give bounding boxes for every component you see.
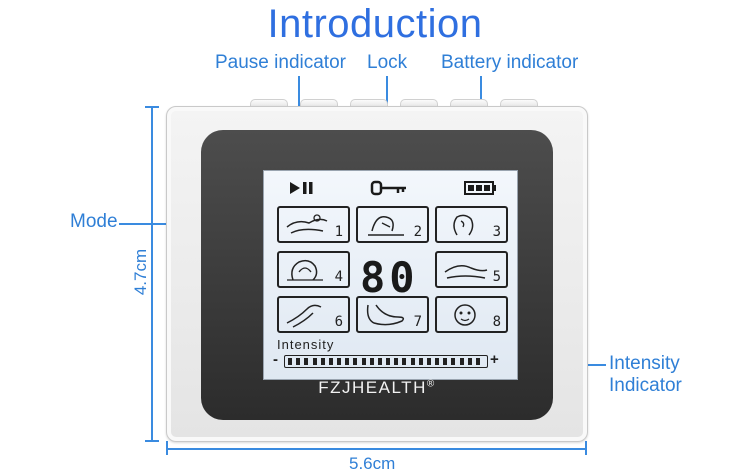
intensity-segment bbox=[361, 358, 366, 365]
intensity-indicator-label-line2: Indicator bbox=[609, 375, 682, 396]
width-dimension-line bbox=[166, 448, 586, 450]
battery-icon bbox=[464, 181, 496, 195]
lock-icon bbox=[370, 180, 406, 196]
intensity-segment bbox=[435, 358, 439, 365]
intensity-segment bbox=[467, 358, 472, 365]
intensity-indicator-label-line1: Intensity bbox=[609, 353, 680, 374]
mode-4: 4 bbox=[277, 251, 350, 288]
mode-2: 2 bbox=[356, 206, 429, 243]
height-dimension-label: 4.7cm bbox=[131, 248, 151, 296]
intensity-plus: + bbox=[490, 351, 499, 368]
hand-massage-icon bbox=[286, 214, 328, 234]
intensity-segment bbox=[304, 358, 309, 365]
brand-name: FZJHEALTH bbox=[318, 378, 427, 397]
mode-label: Mode bbox=[70, 211, 118, 232]
grip-hand-icon bbox=[453, 214, 474, 236]
intensity-segment bbox=[320, 358, 325, 365]
intensity-segment bbox=[328, 358, 333, 365]
intensity-segment bbox=[418, 358, 423, 365]
intensity-segment bbox=[459, 358, 464, 365]
mode-8: 8 bbox=[435, 296, 508, 333]
mode-number: 2 bbox=[413, 224, 422, 240]
mode-5: 5 bbox=[435, 251, 508, 288]
intensity-segment bbox=[377, 358, 382, 365]
mode-number: 7 bbox=[413, 314, 422, 330]
intensity-segment bbox=[288, 358, 292, 365]
intensity-segment bbox=[312, 358, 317, 365]
intensity-label: Intensity bbox=[277, 337, 335, 352]
intensity-segment bbox=[426, 358, 431, 365]
play-pause-icon bbox=[290, 182, 313, 194]
width-dimension-cap-right bbox=[585, 441, 587, 455]
display-value: 80 bbox=[360, 253, 419, 302]
lcd-screen: 1 2 3 4 80 5 bbox=[263, 170, 518, 380]
kneading-icon bbox=[368, 216, 404, 236]
width-dimension-cap-left bbox=[166, 441, 168, 455]
face-icon bbox=[454, 304, 476, 326]
battery-indicator-label: Battery indicator bbox=[441, 52, 579, 73]
intensity-segment bbox=[369, 358, 374, 365]
intensity-segment bbox=[394, 358, 399, 365]
mode-1: 1 bbox=[277, 206, 350, 243]
mode-number: 5 bbox=[492, 269, 501, 285]
mode-7: 7 bbox=[356, 296, 429, 333]
device-top-button[interactable] bbox=[450, 99, 488, 109]
width-dimension-label: 5.6cm bbox=[349, 454, 396, 473]
intensity-segment bbox=[451, 358, 456, 365]
intensity-segment bbox=[475, 358, 480, 365]
mode-number: 8 bbox=[492, 314, 501, 330]
height-dimension-cap-top bbox=[145, 106, 159, 108]
intensity-segment bbox=[353, 358, 358, 365]
mode-number: 3 bbox=[492, 224, 501, 240]
intensity-segment bbox=[402, 358, 407, 365]
page-title: Introduction bbox=[267, 2, 483, 46]
mode-number: 4 bbox=[334, 269, 343, 285]
intensity-segment bbox=[337, 358, 341, 365]
brand-label: FZJHEALTH® bbox=[201, 378, 553, 398]
intensity-bar bbox=[284, 355, 488, 368]
mode-6: 6 bbox=[277, 296, 350, 333]
device-top-button[interactable] bbox=[500, 99, 538, 109]
device-top-button[interactable] bbox=[300, 99, 338, 109]
pause-indicator-label: Pause indicator bbox=[215, 52, 346, 73]
pressing-hand-icon bbox=[287, 259, 323, 281]
leg-massage-icon bbox=[286, 304, 322, 328]
intensity-segment bbox=[386, 358, 390, 365]
mode-number: 1 bbox=[334, 224, 343, 240]
foot-icon bbox=[366, 304, 405, 326]
height-dimension-line bbox=[151, 106, 153, 442]
intensity-segment bbox=[410, 358, 415, 365]
device-top-button[interactable] bbox=[250, 99, 288, 109]
lock-label: Lock bbox=[367, 52, 408, 73]
mode-number: 6 bbox=[334, 314, 343, 330]
intensity-segment bbox=[443, 358, 448, 365]
registered-mark: ® bbox=[426, 378, 436, 390]
intensity-segment bbox=[296, 358, 301, 365]
device-top-button[interactable] bbox=[400, 99, 438, 109]
mode-3: 3 bbox=[435, 206, 508, 243]
tapping-hand-icon bbox=[444, 265, 488, 279]
intensity-minus: - bbox=[273, 351, 278, 368]
height-dimension-cap-bottom bbox=[145, 440, 159, 442]
device-top-button[interactable] bbox=[350, 99, 388, 109]
intensity-segment bbox=[345, 358, 350, 365]
